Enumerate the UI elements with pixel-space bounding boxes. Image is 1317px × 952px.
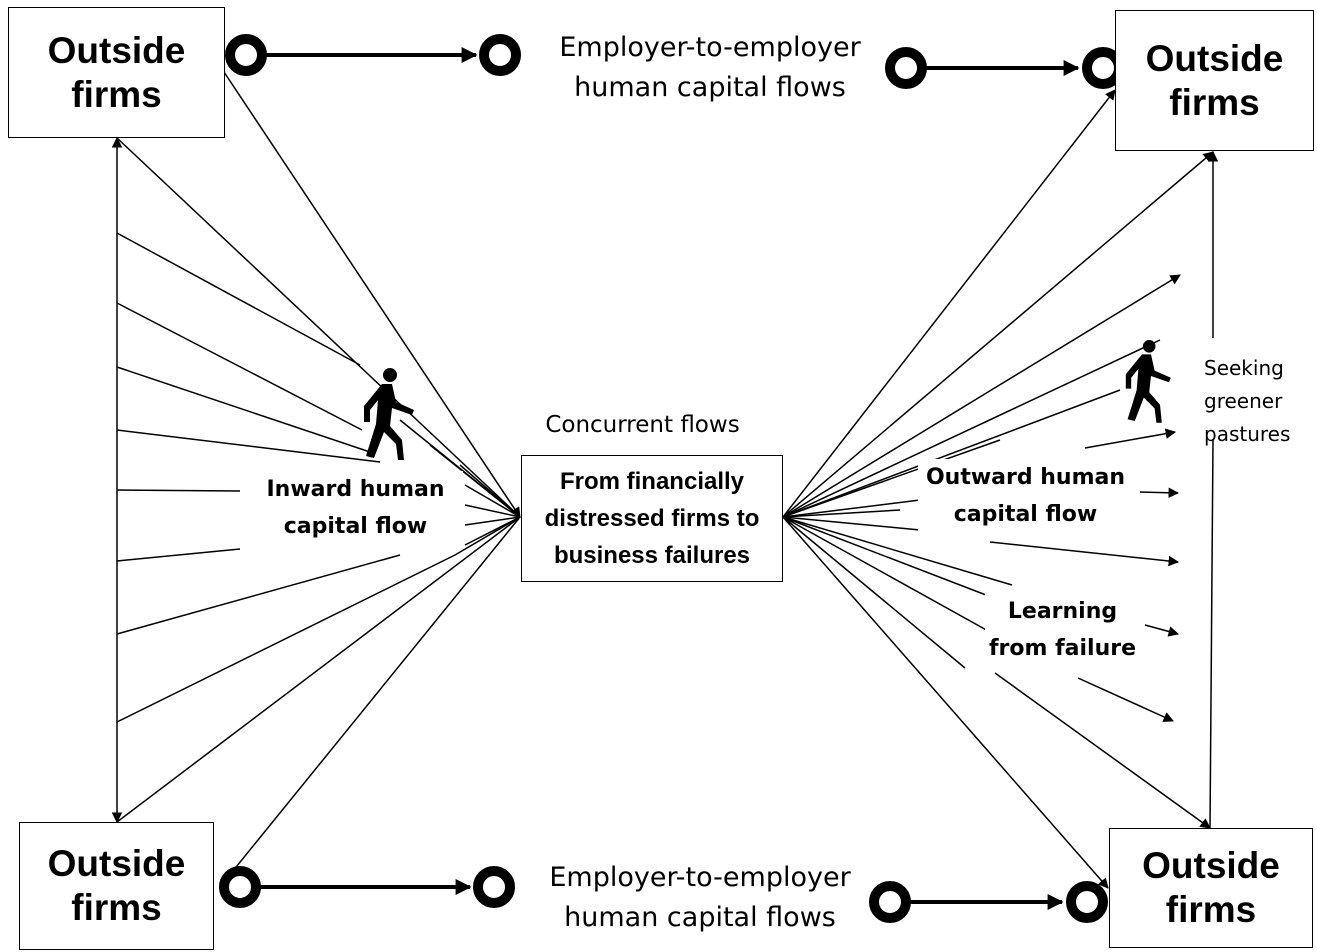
e2e-flows-label-top: Employer-to-employer human capital flows bbox=[559, 32, 861, 103]
outside-firms-box-top-left: Outside firms bbox=[8, 7, 225, 138]
e2e-connector-bottom-right bbox=[869, 881, 1108, 923]
e2e-flows-label-bottom: Employer-to-employer human capital flows bbox=[549, 862, 851, 933]
greener-pastures-label: Seeking greener pastures bbox=[1204, 356, 1291, 446]
box-title: Outside firms bbox=[47, 843, 186, 928]
right-vertical-line-down bbox=[1209, 439, 1214, 829]
concurrent-flows-label: Concurrent flows bbox=[545, 412, 740, 438]
ring-node-icon bbox=[219, 866, 261, 908]
walking-person-icon bbox=[1125, 340, 1171, 423]
inward-flow-label: Inward human capital flow bbox=[248, 471, 463, 545]
box-title: From financially distressed firms to bus… bbox=[544, 468, 760, 569]
ring-node-icon bbox=[473, 866, 515, 908]
learning-from-failure-label: Learning from failure bbox=[985, 593, 1140, 667]
ring-node-icon bbox=[1066, 881, 1108, 923]
e2e-connector-bottom-left bbox=[219, 866, 515, 908]
e2e-connector-top-right bbox=[885, 47, 1124, 89]
box-title: Outside firms bbox=[47, 29, 186, 115]
ring-node-icon bbox=[479, 34, 521, 76]
ring-node-icon bbox=[885, 47, 927, 89]
ring-node-icon bbox=[225, 34, 267, 76]
outside-firms-box-bottom-left: Outside firms bbox=[19, 822, 214, 950]
inward-fan-lines bbox=[116, 71, 521, 878]
outward-fan-lines bbox=[782, 89, 1214, 889]
outside-firms-box-bottom-right: Outside firms bbox=[1109, 828, 1313, 948]
box-title: Outside firms bbox=[1145, 37, 1284, 123]
outside-firms-box-top-right: Outside firms bbox=[1115, 10, 1314, 151]
ring-node-icon bbox=[869, 881, 911, 923]
box-title: Outside firms bbox=[1142, 845, 1280, 930]
walking-person-icon bbox=[364, 368, 414, 460]
outward-flow-label: Outward human capital flow bbox=[918, 459, 1133, 533]
e2e-connector-top-left bbox=[225, 34, 521, 76]
distressed-firms-box: From financially distressed firms to bus… bbox=[521, 455, 783, 582]
